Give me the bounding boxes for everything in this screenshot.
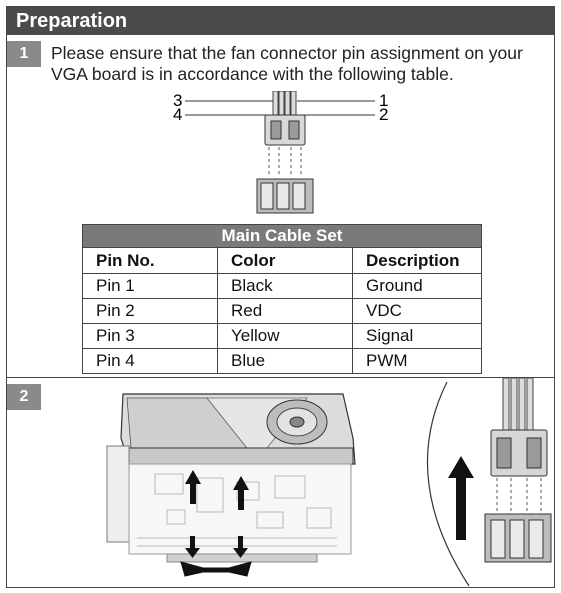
step-1-number: 1 — [7, 41, 41, 67]
table-cell: Pin 4 — [82, 348, 218, 374]
table-cell: VDC — [352, 298, 482, 324]
table-cell: Blue — [217, 348, 353, 374]
section-header: Preparation — [7, 7, 554, 35]
fan-connector-closeup-icon — [484, 378, 552, 563]
label-pin-3: 3 — [173, 91, 182, 110]
table-cell: Red — [217, 298, 353, 324]
arrow-up-icon — [185, 470, 249, 510]
pin-assignment-table: Main Cable Set Pin No. Color Description… — [82, 224, 482, 374]
table-cell: PWM — [352, 348, 482, 374]
column-header-color: Color — [217, 247, 353, 274]
fan-connector-diagram: 3 4 1 2 — [173, 91, 388, 214]
table-cell: Pin 1 — [82, 273, 218, 299]
step-1: 1 Please ensure that the fan connector p… — [7, 35, 554, 378]
table-cell: Black — [217, 273, 353, 299]
step-1-instruction: Please ensure that the fan connector pin… — [51, 43, 523, 84]
column-header-description: Description — [352, 247, 482, 274]
step-2: 2 — [7, 378, 554, 587]
board-header-icon — [256, 178, 314, 214]
table-cell: Ground — [352, 273, 482, 299]
table-cell: Signal — [352, 323, 482, 349]
label-pin-4: 4 — [173, 105, 182, 124]
graphics-card-icon — [106, 393, 356, 563]
table-cell: Yellow — [217, 323, 353, 349]
arrow-up-large-icon — [448, 456, 474, 540]
table-cell: Pin 3 — [82, 323, 218, 349]
step-2-illustration — [106, 378, 552, 587]
cable-wires-icon — [272, 91, 297, 118]
cable-plug-icon — [264, 114, 306, 146]
table-row: Pin 1 Black Ground — [82, 273, 482, 299]
table-caption: Main Cable Set — [82, 224, 482, 248]
column-header-pin: Pin No. — [82, 247, 218, 274]
table-cell: Pin 2 — [82, 298, 218, 324]
label-pin-2: 2 — [379, 105, 388, 124]
preparation-page: Preparation 1 Please ensure that the fan… — [6, 6, 555, 588]
table-row: Pin 4 Blue PWM — [82, 348, 482, 374]
arrow-down-icon — [185, 536, 248, 558]
step-2-number: 2 — [7, 384, 41, 410]
table-row: Pin 3 Yellow Signal — [82, 323, 482, 349]
label-pin-1: 1 — [379, 91, 388, 110]
x-bracket-icon — [180, 561, 252, 577]
table-row: Pin 2 Red VDC — [82, 298, 482, 324]
